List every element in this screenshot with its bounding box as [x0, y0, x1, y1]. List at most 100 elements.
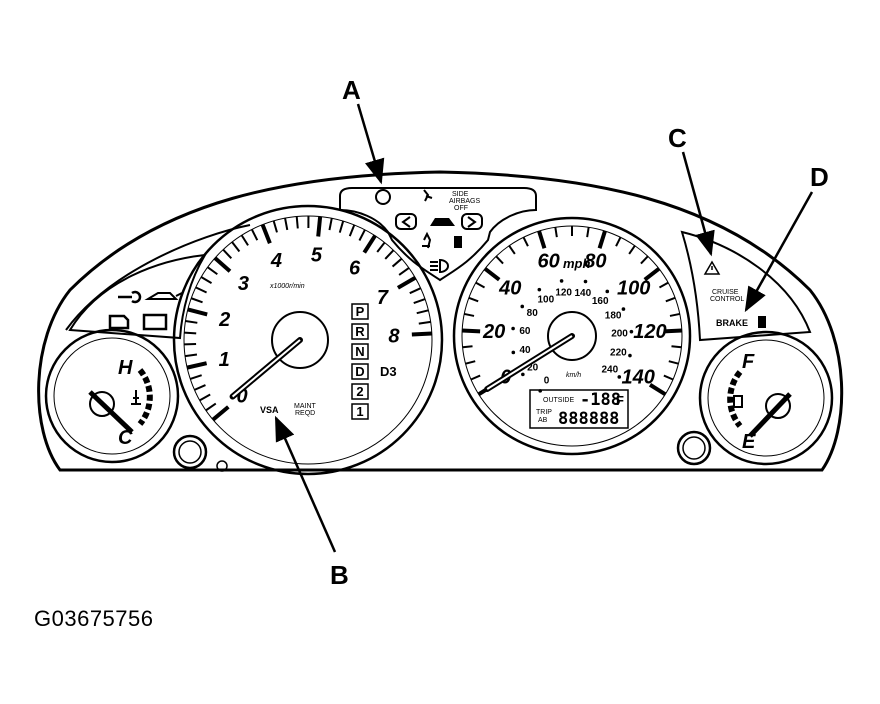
multi-info-display [529, 389, 629, 429]
tachometer-tick [376, 241, 386, 253]
vsa-warning-icon [375, 189, 391, 205]
fuel-pump-icon [733, 395, 743, 408]
speedometer-tick [483, 267, 501, 282]
callout-d-label: D [810, 162, 829, 192]
speedometer-tick [475, 281, 486, 289]
speedometer-tick [671, 345, 682, 349]
tachometer-tick [416, 309, 429, 315]
tachometer-tick [205, 402, 217, 412]
tachometer-number: 7 [377, 287, 389, 309]
speedometer-kmh-dot [521, 372, 525, 377]
right-warning-icons: CRUISE CONTROL BRAKE [703, 260, 766, 328]
high-beam-icon [430, 261, 438, 271]
gear-d3-indicator: D3 [380, 364, 397, 379]
speedometer-kmh-number: 0 [544, 376, 550, 387]
temperature-gauge: H C [44, 328, 180, 464]
temp-gauge-hot-label: H [118, 357, 133, 379]
speedometer-tick [628, 245, 636, 255]
speedometer-tick [665, 296, 676, 303]
tachometer-tick [231, 241, 241, 253]
cruise-control-line1: CRUISE [712, 289, 739, 296]
door-open-icon [430, 218, 455, 226]
speedometer-tick [508, 245, 516, 255]
right-turn-signal-icon [461, 213, 483, 230]
tachometer-number: 6 [349, 258, 361, 280]
callout-a-arrow [356, 103, 385, 185]
right-warning-panel [680, 230, 812, 342]
gear-indicator-letter: N [355, 344, 364, 359]
speedometer-mph-number: 40 [498, 277, 521, 299]
tachometer-tick [338, 220, 345, 233]
speedometer-tick [537, 230, 547, 249]
fuel-gauge-full-label: F [742, 351, 755, 373]
callout-d-arrow [744, 191, 814, 313]
tachometer-tick [295, 216, 299, 229]
speedometer-kmh-dot [583, 279, 588, 284]
maint-reqd-line1: MAINT [294, 403, 317, 410]
gear-indicator-box [351, 403, 369, 420]
maint-reqd-line2: REQD [295, 410, 315, 417]
speedometer-tick [462, 345, 473, 349]
tachometer-number: 8 [388, 325, 400, 347]
gear-indicator-letter: D [355, 364, 364, 379]
speedometer-kmh-dot [537, 287, 542, 292]
tachometer-tick [185, 319, 198, 324]
outside-label: OUTSIDE [543, 397, 574, 404]
tachometer-tick [391, 257, 403, 268]
speedometer-kmh-dot [511, 326, 515, 331]
speedometer-tick [615, 236, 622, 247]
vsa-indicator: VSA [260, 405, 279, 415]
callout-b-label: B [330, 560, 349, 590]
tachometer-tick [260, 223, 272, 244]
speedometer-tick [643, 267, 661, 282]
speedometer-kmh-number: 80 [527, 308, 539, 319]
speedometer-tick [464, 312, 475, 317]
tachometer-tick [348, 224, 356, 237]
speedometer-kmh-number: 160 [592, 296, 609, 307]
speedometer-kmh-dot [511, 350, 516, 355]
tachometer-tick [213, 256, 232, 273]
speedometer-tick [669, 312, 680, 317]
speedometer-kmh-number: 240 [601, 365, 618, 376]
tachometer-tick [384, 249, 395, 260]
gear-indicator-box [351, 323, 369, 340]
top-indicators: SIDE AIRBAGS OFF [375, 189, 483, 274]
tachometer-tick [200, 276, 213, 284]
maintenance-icon [118, 290, 142, 304]
speedometer-tick [658, 281, 669, 289]
speedometer-kmh-dot [629, 329, 634, 334]
speedometer-kmh-number: 100 [538, 295, 555, 306]
tachometer-tick [316, 216, 323, 237]
tachometer-number: 3 [238, 273, 249, 295]
fuel-gauge: F E [698, 330, 834, 466]
tachometer-tick [199, 393, 211, 402]
left-warning-icons [108, 290, 183, 331]
speedometer-mph-number: 20 [482, 321, 505, 343]
brake-indicator: BRAKE [716, 318, 748, 328]
top-indicator-pod [339, 187, 537, 282]
tachometer-tick [413, 298, 426, 304]
speedometer-kmh-number: 120 [555, 288, 572, 299]
speedometer-kmh-dot [617, 375, 622, 379]
temp-gauge-needle [88, 390, 134, 434]
tachometer-tick [190, 297, 203, 304]
check-engine-icon [108, 314, 130, 330]
callout-a-label: A [342, 75, 361, 105]
speedometer-mph-number: 80 [584, 251, 606, 273]
cluster-housing [37, 170, 844, 472]
tachometer-tick [272, 220, 278, 233]
gear-indicator-box [351, 383, 369, 400]
speedometer-kmh-number: 60 [519, 326, 531, 337]
dimmer-knob[interactable] [676, 430, 712, 466]
tachometer-tick [211, 405, 230, 422]
tachometer-tick [250, 228, 259, 241]
trip-reset-knob[interactable] [172, 434, 208, 470]
tachometer-tick [184, 353, 198, 358]
gear-indicator-box [351, 343, 369, 360]
speedometer-tick [468, 296, 479, 303]
charging-system-icon [142, 313, 168, 331]
gear-indicator-letter: 1 [356, 404, 363, 419]
tachometer-tick [284, 217, 289, 231]
